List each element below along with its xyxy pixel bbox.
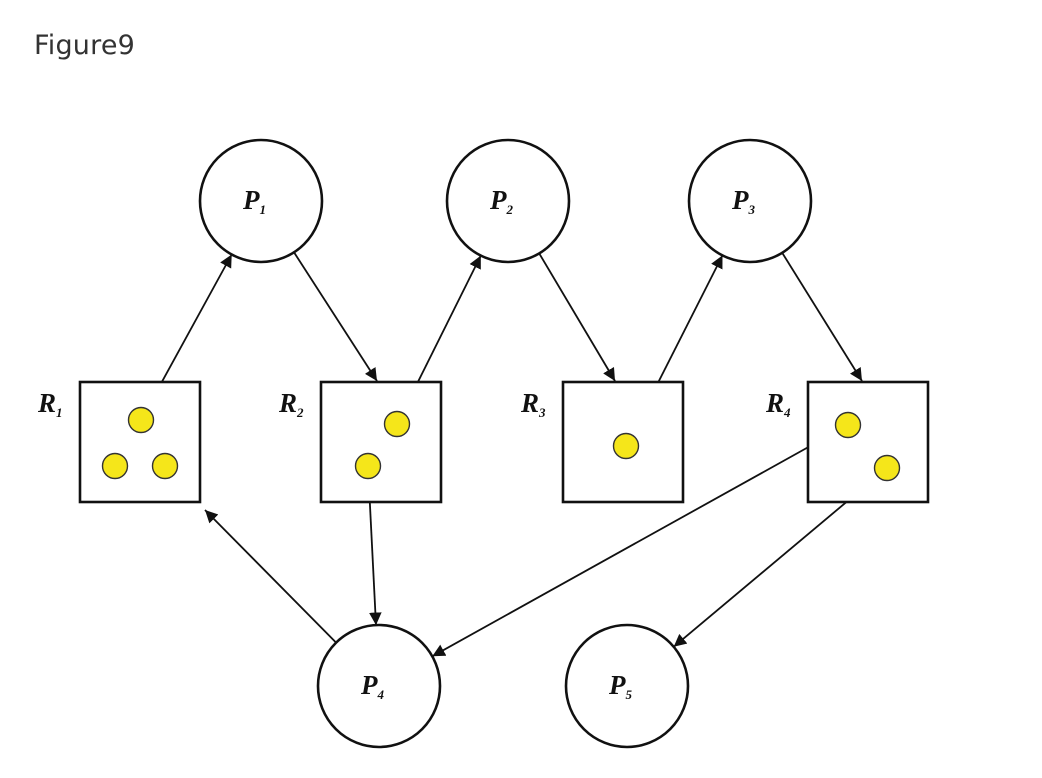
resource-r3	[561, 380, 685, 504]
process-p2	[445, 138, 571, 264]
edges-layer	[140, 251, 888, 658]
resource-r1-instance-2	[101, 452, 129, 480]
resource-r1-instance-3	[151, 452, 179, 480]
process-p3	[687, 138, 813, 264]
resource-r4-instance-2	[873, 454, 901, 482]
edge-request-p1-to-r2	[293, 251, 378, 382]
process-p4	[316, 623, 442, 749]
edge-assignment-r4-instance1-to-p4	[431, 424, 849, 658]
process-p1	[198, 138, 324, 264]
resource-r1	[78, 380, 202, 504]
resource-r1-label: R1	[37, 388, 63, 420]
edge-request-p4-to-r1	[204, 509, 337, 644]
resource-r1-instance-1	[127, 406, 155, 434]
resource-r4-instance-1	[834, 411, 862, 439]
figure-title: Figure9	[34, 30, 136, 61]
resource-r2-instance-2	[354, 452, 382, 480]
edge-request-p3-to-r4	[781, 252, 863, 382]
resource-r2-instance-1	[383, 410, 411, 438]
resource-r2	[319, 380, 443, 504]
resource-r3-instance-1	[612, 432, 640, 460]
edge-request-p2-to-r3	[538, 252, 616, 382]
resource-r3-label: R3	[520, 388, 546, 420]
process-p5	[564, 623, 690, 749]
resource-r4-label: R4	[765, 388, 791, 420]
nodes-layer	[78, 138, 930, 749]
resource-r4	[806, 380, 930, 504]
resource-r2-label: R2	[278, 388, 304, 420]
